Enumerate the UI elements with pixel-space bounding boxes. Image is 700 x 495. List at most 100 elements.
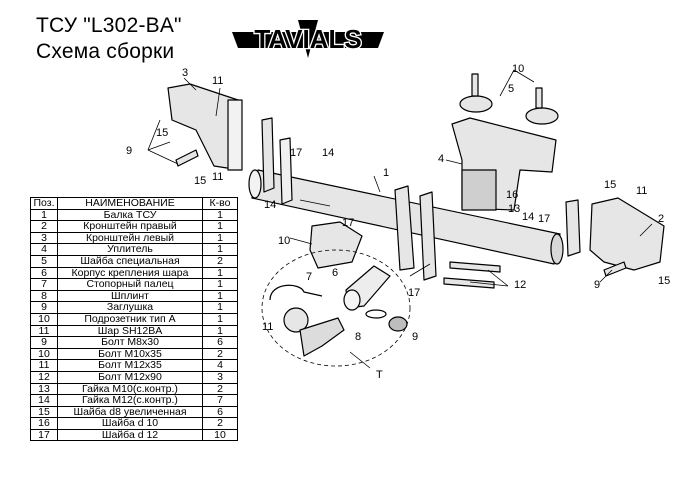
callout-17-right: 17 <box>538 213 550 225</box>
callout-17-mid: 17 <box>342 217 354 229</box>
cell-pos: 1 <box>30 208 58 222</box>
cell-qty: 1 <box>202 289 238 303</box>
cell-name: Болт М8х30 <box>57 336 203 349</box>
cell-name: Корпус крепления шара <box>57 266 203 280</box>
tow-ball <box>283 307 309 333</box>
cell-name: Шайба специальная <box>57 254 203 268</box>
cell-name: Шайба d8 увеличенная <box>57 405 203 419</box>
callout-13: 13 <box>508 203 520 215</box>
callout-14-left: 14 <box>264 199 276 211</box>
callout-10: 10 <box>278 235 290 247</box>
header-qty: К-во <box>202 197 238 210</box>
cell-pos: 8 <box>30 289 58 303</box>
callout-11-top: 11 <box>212 75 223 87</box>
callout-12: 12 <box>514 279 526 291</box>
callout-15-left: 15 <box>156 127 168 139</box>
cell-qty: 1 <box>202 243 238 256</box>
bolt-m8-left <box>175 149 199 167</box>
callout-5: 5 <box>508 83 514 95</box>
cell-qty: 1 <box>202 266 238 280</box>
cell-name: Заглушка <box>57 301 203 314</box>
cell-name: Кронштейн левый <box>57 231 203 245</box>
cell-name: Шайба d 10 <box>57 417 203 430</box>
callout-15-bottom: 15 <box>194 175 206 187</box>
title-model: ТСУ "L302-BA" <box>36 14 182 37</box>
cell-qty: 2 <box>202 382 238 396</box>
cell-qty: 2 <box>202 417 238 430</box>
cell-pos: 9 <box>30 336 58 349</box>
cell-qty: 3 <box>202 370 238 384</box>
center-plate-2 <box>419 191 437 281</box>
callout-7: 7 <box>306 271 312 283</box>
cell-pos: 11 <box>30 324 58 338</box>
callout-14-right: 14 <box>522 211 534 223</box>
callout-9-plug: 9 <box>412 331 418 343</box>
cell-pos: 6 <box>30 266 58 280</box>
ball-mount-body-end <box>343 289 361 311</box>
cell-name: Болт М10х35 <box>57 347 203 361</box>
center-plate-1 <box>394 185 415 271</box>
cotter-pin <box>365 309 387 319</box>
cell-name: Шайба d 12 <box>57 428 203 442</box>
parts-table-header: Поз. НАИМЕНОВАНИЕ К-во <box>30 197 238 210</box>
cell-name: Кронштейн правый <box>57 220 203 233</box>
beam-end-right <box>550 233 564 265</box>
ball-assembly-outline <box>261 249 411 367</box>
logo-text: TAVIALS <box>254 24 361 54</box>
callout-t: T <box>376 369 383 381</box>
cell-qty: 1 <box>202 231 238 245</box>
cell-name: Гайка М10(с.контр.) <box>57 382 203 396</box>
special-washer-left <box>459 95 493 113</box>
cell-pos: 9 <box>30 301 58 314</box>
callout-4: 4 <box>438 153 444 165</box>
callout-9-right: 9 <box>594 279 600 291</box>
cell-qty: 2 <box>202 254 238 268</box>
cell-qty: 1 <box>202 220 238 233</box>
callout-10-top: 10 <box>512 63 524 75</box>
cell-qty: 7 <box>202 394 238 407</box>
header-name: НАИМЕНОВАНИЕ <box>57 197 203 210</box>
cell-name: Шплинт <box>57 289 203 303</box>
callout-15-right-bottom: 15 <box>658 275 670 287</box>
cell-qty: 1 <box>202 301 238 314</box>
cell-qty: 1 <box>202 208 238 222</box>
callout-11-right: 11 <box>636 185 647 197</box>
cell-name: Болт М12х35 <box>57 359 203 372</box>
callout-16: 16 <box>506 189 518 201</box>
bolt-m12x90-1 <box>449 261 501 273</box>
reinforcement-tube <box>461 169 497 211</box>
beam-plate-left-2 <box>279 137 293 205</box>
cell-name: Стопорный палец <box>57 278 203 291</box>
cell-name: Подрозетник тип А <box>57 312 203 326</box>
cell-name: Уплитель <box>57 243 203 256</box>
cell-pos: 12 <box>30 370 58 384</box>
cell-name: Балка ТСУ <box>57 208 203 222</box>
callout-6: 6 <box>332 267 338 279</box>
cell-name: Болт М12х90 <box>57 370 203 384</box>
callout-11-left: 11 <box>212 171 223 183</box>
callout-3: 3 <box>182 67 188 79</box>
left-bracket <box>167 83 241 171</box>
ball-neck <box>299 317 345 357</box>
callout-14-top: 14 <box>322 147 334 159</box>
cell-name: Шар SH12BA <box>57 324 203 338</box>
callout-2: 2 <box>658 213 664 225</box>
bolt-m10-top-right <box>535 87 543 109</box>
cell-pos: 10 <box>30 312 58 326</box>
cell-pos: 3 <box>30 231 58 245</box>
cell-pos: 13 <box>30 382 58 396</box>
cell-pos: 11 <box>30 359 58 372</box>
cell-qty: 1 <box>202 312 238 326</box>
